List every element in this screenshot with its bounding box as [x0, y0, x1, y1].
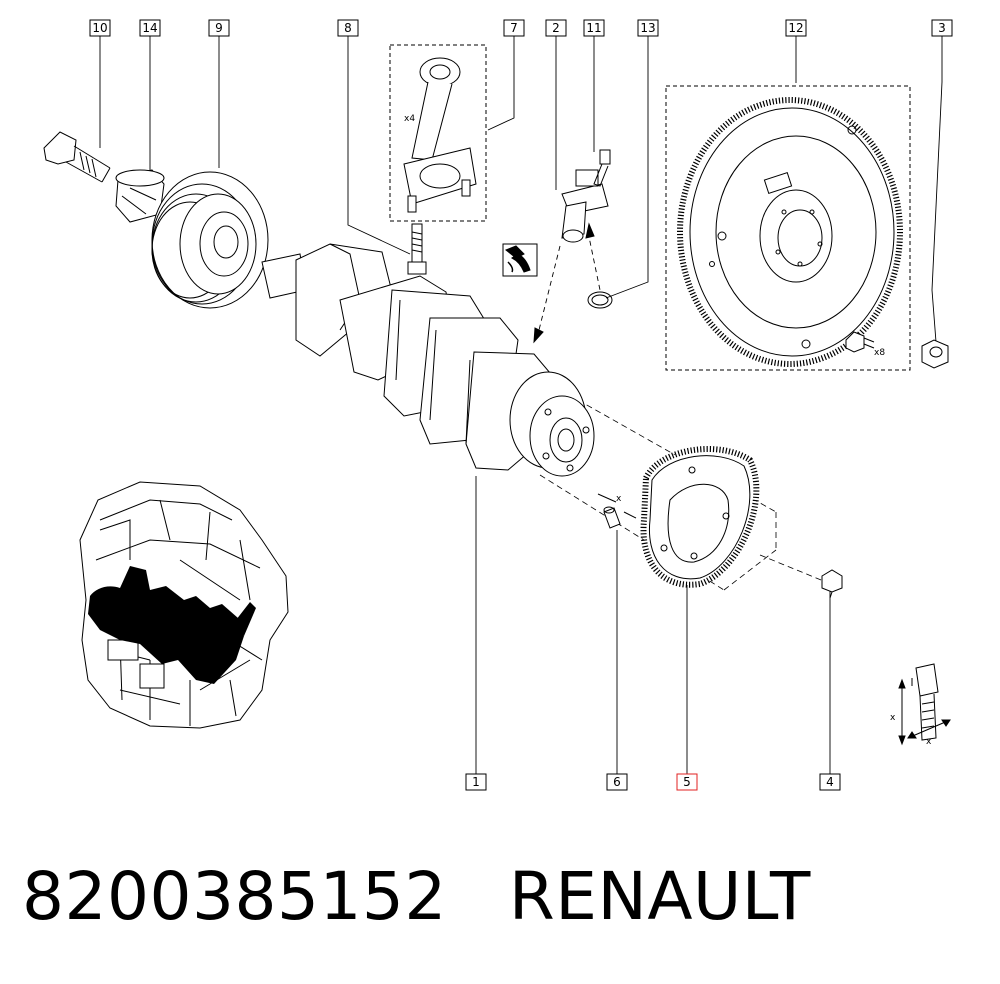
- rod-quantity-label: x4: [404, 114, 415, 124]
- callout-5: 5: [683, 775, 691, 789]
- arrowhead: [585, 222, 595, 239]
- o-ring-part-13: [587, 291, 613, 309]
- callout-3: 3: [938, 21, 946, 35]
- brand-name: RENAULT: [508, 858, 811, 935]
- exploded-crankshaft-diagram: 10 14 9 8 7 2 11 13 12 3 1 6 5 4 x4 x8 x…: [43, 19, 953, 791]
- callout-14-box: [139, 19, 161, 37]
- flywheel-bolt: [845, 331, 875, 353]
- part-number: 8200385152: [22, 858, 447, 935]
- callout-11-box: [583, 19, 605, 37]
- crank-sensor-part-2: [561, 169, 609, 243]
- callout-12-box: [785, 19, 807, 37]
- callout-9-box: [208, 19, 230, 37]
- callout-11: 11: [586, 21, 601, 35]
- callout-6: 6: [613, 775, 621, 789]
- tool-icon: [502, 243, 538, 277]
- callout-7: 7: [510, 21, 518, 35]
- callout-10: 10: [92, 21, 107, 35]
- flywheel-part-12: [677, 97, 903, 367]
- bolt-dimension-inset: [898, 663, 951, 746]
- dowel-pin-part-6: [597, 493, 637, 529]
- callout-8: 8: [344, 21, 352, 35]
- pulley-bolt-part-10: [43, 131, 111, 183]
- flywheel-group-box: [665, 85, 911, 371]
- callout-3-box: [931, 19, 953, 37]
- callout-1: 1: [472, 775, 480, 789]
- crankshaft-part-1: [261, 243, 595, 477]
- connecting-rod-group-box: [389, 44, 487, 222]
- callout-2-box: [545, 19, 567, 37]
- target-wheel-part-5: [640, 446, 760, 588]
- highlighted-crankshaft-silhouette: [88, 566, 244, 684]
- callout-14: 14: [142, 21, 157, 35]
- callout-boxes: [89, 19, 953, 791]
- sensor-guide-arrows: [537, 231, 601, 335]
- connecting-rod-part-7: [403, 57, 477, 213]
- callout-12: 12: [788, 21, 803, 35]
- dowel-dimension-label: x: [616, 494, 622, 504]
- callout-2: 2: [552, 21, 560, 35]
- bolt-dimension-label-2: x: [926, 737, 932, 747]
- callout-13: 13: [640, 21, 655, 35]
- callout-4: 4: [826, 775, 834, 789]
- bearing-cap-bolt-part-8: [407, 223, 427, 275]
- sensor-bolt-part-11: [593, 149, 611, 187]
- callout-5-box: [676, 773, 698, 791]
- callout-8-box: [337, 19, 359, 37]
- callout-13-box: [637, 19, 659, 37]
- callout-10-box: [89, 19, 111, 37]
- arrowhead: [533, 327, 544, 344]
- flywheel-bolt-part-3: [921, 339, 949, 369]
- callout-1-box: [465, 773, 487, 791]
- bolt-dimension-label-1: x: [890, 713, 896, 723]
- target-wheel-bolt-part-4: [821, 569, 843, 599]
- caption: 8200385152 RENAULT: [22, 858, 811, 935]
- callout-9: 9: [215, 21, 223, 35]
- callout-6-box: [606, 773, 628, 791]
- leader-lines: [99, 36, 943, 774]
- callout-7-box: [503, 19, 525, 37]
- sprocket-part-14: [115, 169, 165, 223]
- crankshaft-pulley-part-9: [151, 171, 269, 309]
- engine-thumbnail: [79, 481, 289, 729]
- callout-4-box: [819, 773, 841, 791]
- flywheel-bolt-quantity-label: x8: [874, 348, 885, 358]
